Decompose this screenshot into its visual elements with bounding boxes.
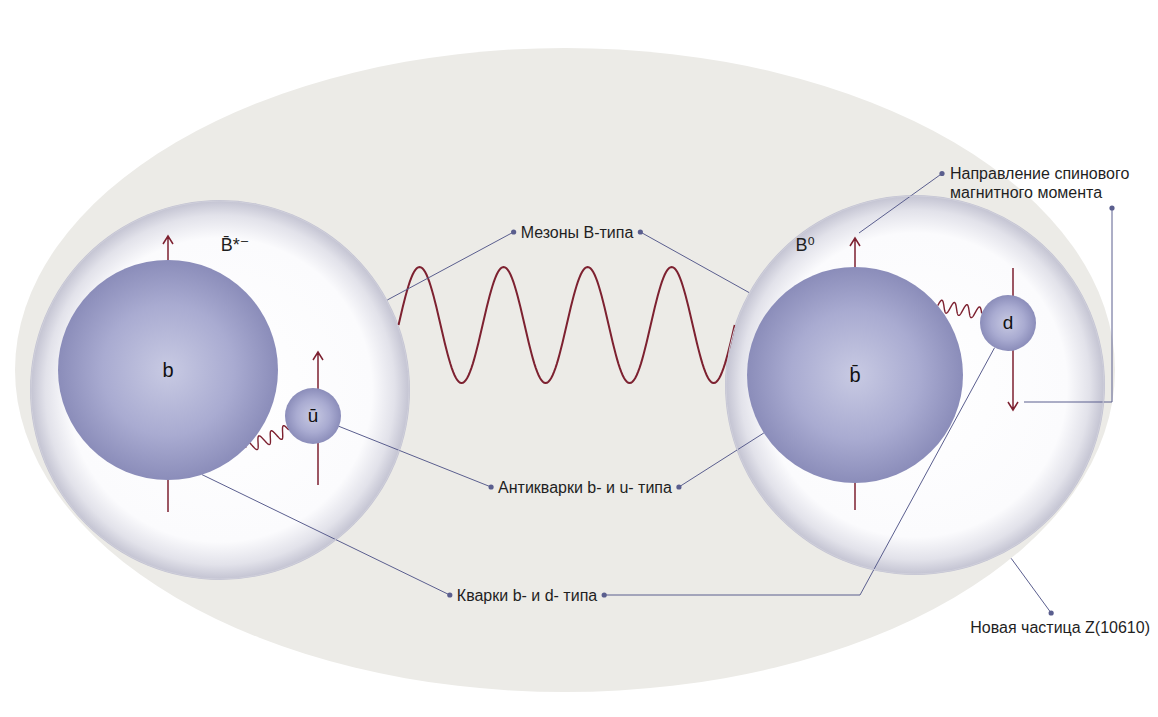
quark-letter: b [162, 359, 173, 382]
leader-dot [488, 484, 493, 489]
meson-label: B̄*⁻ [221, 234, 250, 256]
meson-circle: B⁰ b̄ d [725, 195, 1105, 575]
leader-dot [638, 229, 643, 234]
meson-rim [726, 196, 1104, 574]
meson-circle: B̄*⁻ b ū [30, 200, 410, 580]
quark-sphere: b [58, 260, 278, 480]
quark-letter: ū [308, 405, 319, 427]
callout-label: Антикварки b- и u- типа [498, 478, 672, 497]
quark-sphere: ū [285, 388, 341, 444]
callout-label: Новая частица Z(10610) [970, 618, 1150, 637]
gluon-wave [399, 267, 735, 383]
meson-fill [30, 200, 410, 580]
gluon-wave [246, 426, 289, 450]
leader-dot [602, 592, 607, 597]
leader-line [604, 348, 994, 595]
leader-dot [447, 592, 452, 597]
quark-letter: d [1003, 312, 1014, 334]
particle-ellipse [15, 48, 1115, 692]
leader-line [640, 232, 749, 293]
quark-sphere: b̄ [747, 267, 963, 483]
leader-line [202, 475, 450, 595]
meson-rim [31, 201, 409, 579]
leader-dot [1049, 610, 1054, 615]
meson-label: B⁰ [795, 234, 814, 256]
leader-dot [1109, 205, 1114, 210]
spin-arrows [163, 236, 1018, 512]
callout-label: Направление спинового магнитного момента [950, 164, 1155, 202]
leader-line [859, 174, 942, 234]
gluon-wave [938, 300, 982, 317]
leader-dot [939, 171, 944, 176]
leader-dot [511, 229, 516, 234]
meson-fill [725, 195, 1105, 575]
leader-line [339, 426, 491, 487]
leader-line [1011, 558, 1051, 613]
leader-line [1024, 208, 1112, 402]
quark-sphere: d [980, 295, 1036, 351]
leader-line [387, 232, 513, 300]
leader-dot [676, 484, 681, 489]
quark-letter: b̄ [849, 364, 860, 387]
leader-line [679, 433, 764, 487]
callout-label: Мезоны B-типа [521, 223, 634, 242]
callout-label: Кварки b- и d- типа [457, 586, 597, 605]
